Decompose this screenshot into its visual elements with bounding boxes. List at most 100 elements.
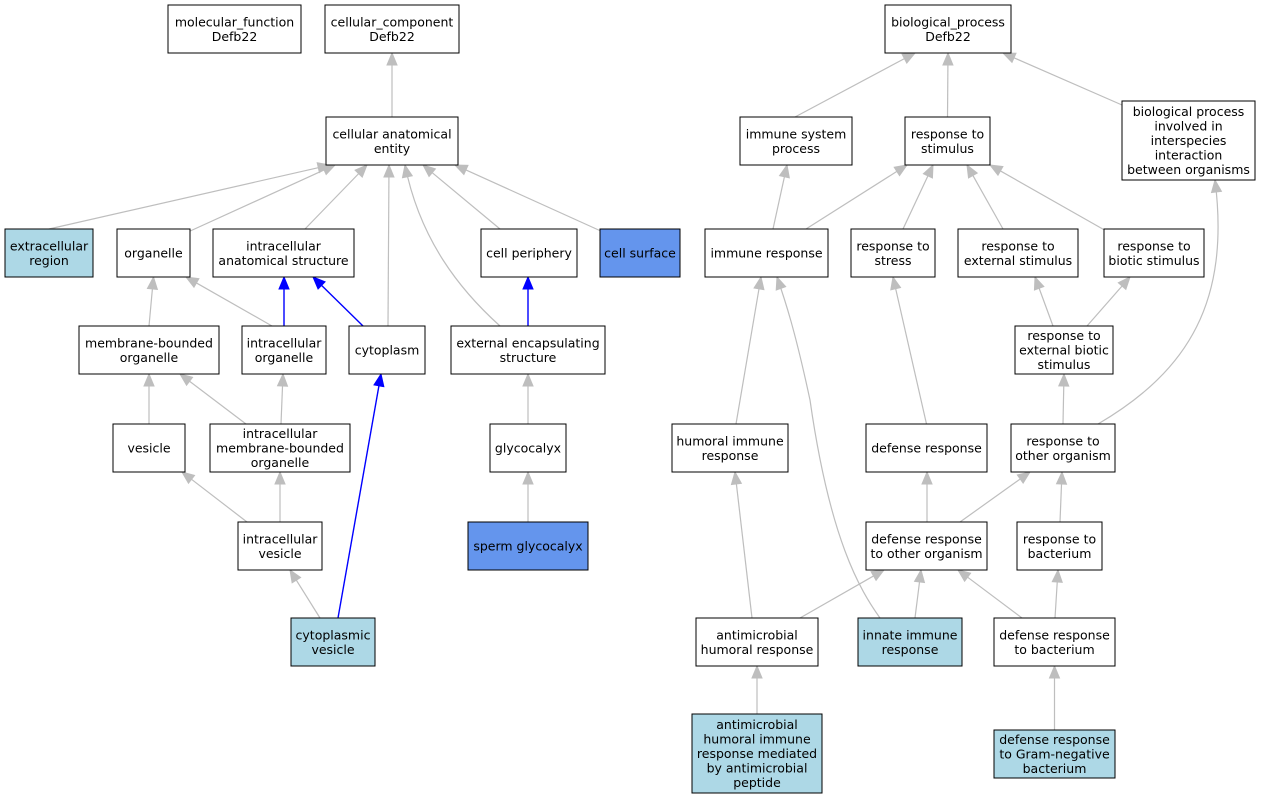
edge-is-a [522, 372, 534, 424]
node-box [904, 116, 991, 166]
node-box [241, 325, 327, 375]
edge-arrowhead [775, 275, 787, 291]
node-label: anatomical structure [218, 253, 348, 268]
node-vesicle[interactable]: vesicle [112, 423, 186, 473]
node-cell-surface[interactable]: cell surface [599, 228, 681, 278]
node-label: response mediated [697, 746, 817, 761]
edge-line [148, 288, 154, 327]
node-cytoplasm[interactable]: cytoplasm [348, 325, 426, 375]
node-sperm-glycocalyx[interactable]: sperm glycocalyx [467, 521, 589, 571]
node-label: entity [374, 141, 411, 156]
edge-is-a [276, 372, 289, 425]
edge-is-a [422, 164, 501, 230]
edge-arrowhead [921, 470, 933, 485]
node-organelle[interactable]: organelle [116, 228, 191, 278]
edge-arrowhead [373, 372, 385, 388]
edge-line [1038, 288, 1054, 327]
node-defense-response[interactable]: defense response [865, 423, 988, 473]
edge-is-a [902, 163, 934, 230]
node-box [348, 325, 426, 375]
node-label: organelle [251, 455, 310, 470]
edge-is-a [1055, 470, 1068, 523]
node-label: external stimulus [964, 253, 1072, 268]
edge-is-a [48, 162, 332, 230]
node-label: Defb22 [212, 29, 258, 44]
edge-line [1097, 179, 1219, 425]
node-immune-response[interactable]: immune response [704, 228, 829, 278]
edge-arrowhead [730, 470, 743, 486]
edge-arrowhead [312, 276, 326, 290]
node-label: defense response [871, 441, 982, 456]
edge-line [805, 170, 898, 230]
node-label: cellular_component [331, 14, 454, 29]
node-label: intracellular [243, 426, 319, 441]
node-box [599, 228, 681, 278]
node-label: membrane-bounded [216, 441, 344, 456]
edge-line [187, 169, 325, 233]
node-box [212, 228, 355, 278]
edge-arrowhead [893, 164, 909, 177]
edge-line [431, 172, 501, 230]
edge-line [1054, 581, 1058, 619]
node-label: cellular anatomical [332, 126, 451, 141]
edge-arrowhead [1210, 178, 1223, 194]
node-label: involved in [1154, 119, 1222, 134]
node-glycocalyx[interactable]: glycocalyx [489, 423, 567, 473]
node-box [116, 228, 191, 278]
node-box [1016, 521, 1103, 571]
node-label: bacterium [1028, 546, 1092, 561]
node-label: organelle [124, 246, 183, 261]
node-label: process [772, 141, 820, 156]
node-box [857, 617, 963, 667]
node-cell-periphery[interactable]: cell periphery [480, 228, 578, 278]
edge-arrowhead [354, 164, 368, 178]
node-label: innate immune [863, 627, 958, 642]
edge-is-a [1033, 275, 1054, 327]
edge-is-a [1048, 664, 1061, 730]
node-label: to bacterium [1014, 642, 1094, 657]
edge-arrowhead [146, 275, 159, 290]
node-box [489, 423, 567, 473]
node-label: response [702, 448, 759, 463]
edge-arrowhead [386, 51, 398, 66]
edge-arrowhead [913, 568, 926, 584]
node-label: response to [911, 126, 984, 141]
node-box [4, 228, 94, 278]
edge-is-a [772, 163, 790, 230]
edge-is-a [890, 275, 928, 425]
edge-line [1059, 483, 1063, 523]
node-label: external biotic [1019, 343, 1109, 358]
node-label: response to [856, 238, 929, 253]
edge-arrowhead [1051, 568, 1063, 583]
edge-is-a [1051, 568, 1063, 619]
edge-arrowhead [522, 275, 534, 290]
